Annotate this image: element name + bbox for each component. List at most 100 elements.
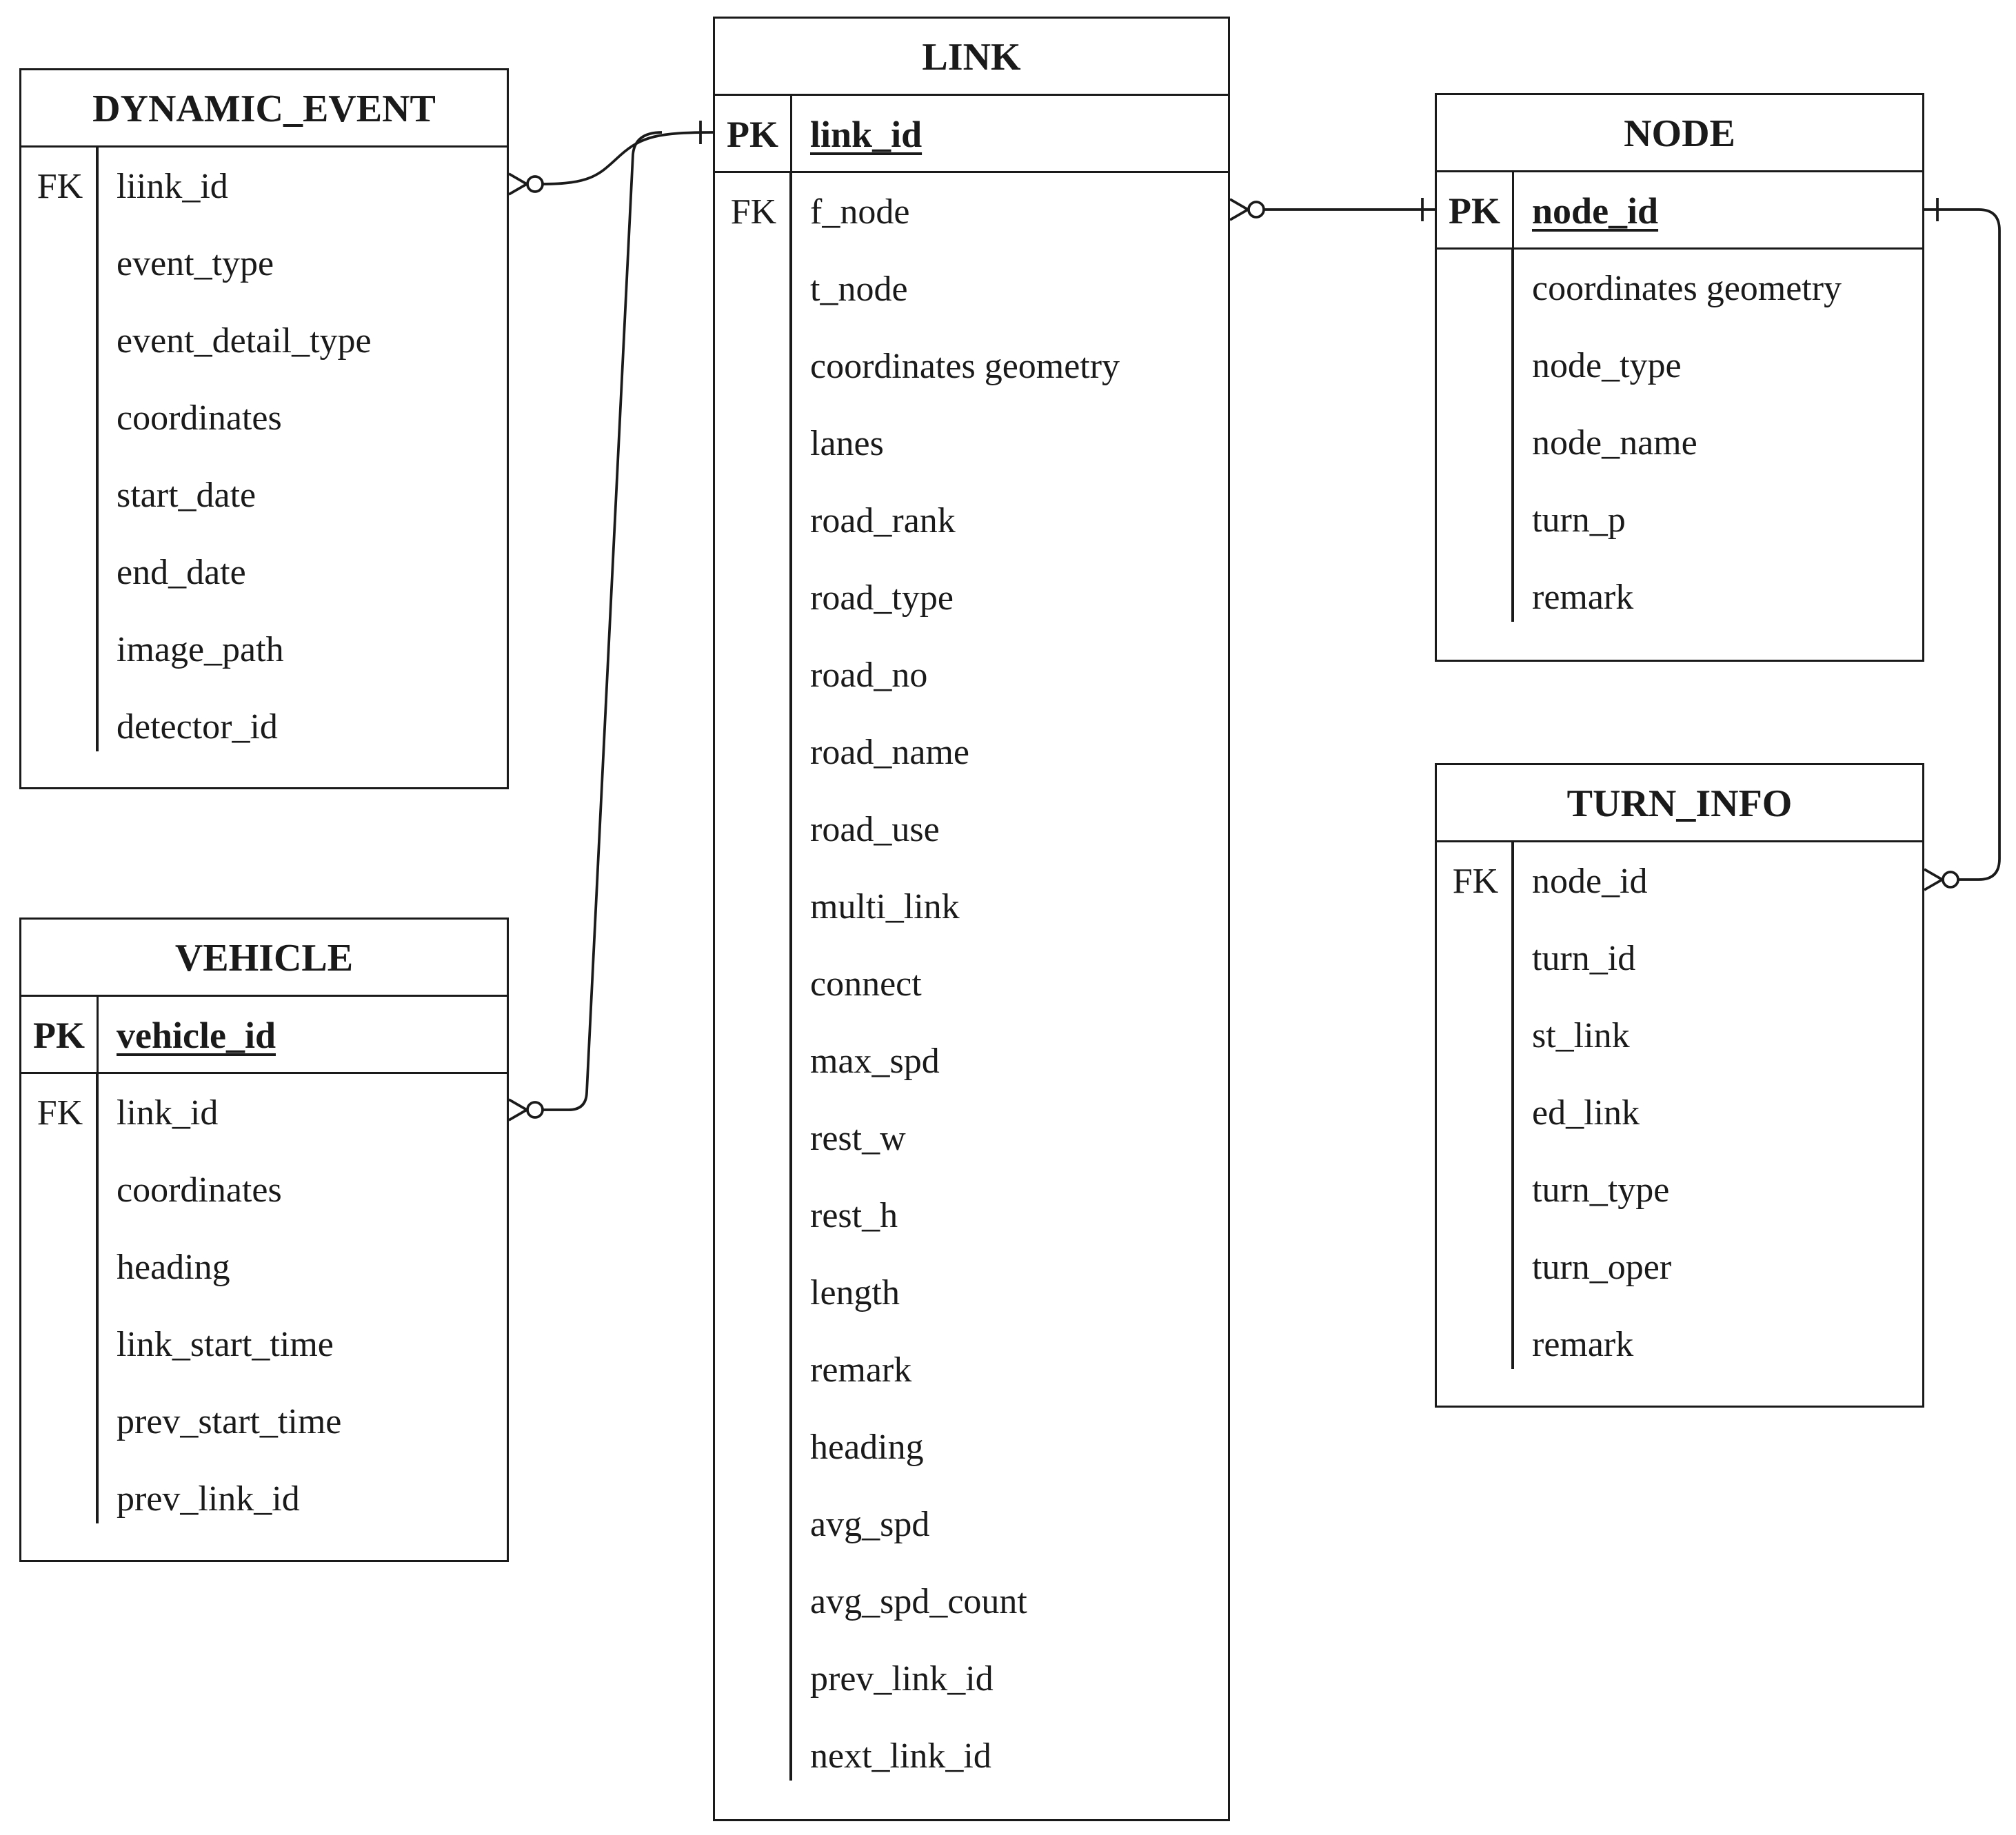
crow-foot-marker: [508, 1098, 530, 1122]
entity-title: LINK: [715, 19, 1228, 96]
attribute-row: remark: [1437, 1306, 1922, 1383]
attribute-row: start_date: [21, 456, 507, 534]
attribute-name: rest_h: [810, 1195, 898, 1235]
attribute-name: end_date: [117, 552, 246, 592]
attribute-name: lanes: [810, 423, 884, 463]
attribute-name: turn_type: [1532, 1170, 1670, 1210]
attribute-row: rest_h: [715, 1177, 1228, 1254]
primary-key-row: PK link_id: [715, 96, 1228, 173]
pk-label: PK: [715, 96, 792, 171]
attribute-row: road_no: [715, 636, 1228, 713]
attribute-row: node_name: [1437, 404, 1922, 481]
attribute-name: node_type: [1532, 345, 1682, 385]
pk-name: node_id: [1532, 190, 1659, 232]
attribute-name: turn_oper: [1532, 1247, 1672, 1287]
attribute-row: detector_id: [21, 688, 507, 765]
crow-foot-marker: [1229, 198, 1251, 221]
attribute-row: coordinates: [21, 379, 507, 456]
attribute-name: node_id: [1532, 861, 1648, 901]
entity-title: TURN_INFO: [1437, 765, 1922, 842]
zero-marker: [526, 1101, 544, 1119]
attribute-name: turn_p: [1532, 500, 1626, 540]
attribute-key: FK: [1452, 861, 1499, 901]
attribute-row: FK node_id: [1437, 842, 1922, 920]
attribute-name: multi_link: [810, 886, 960, 926]
attribute-name: length: [810, 1273, 900, 1312]
attribute-name: coordinates: [117, 1170, 282, 1210]
relationship-line: [542, 131, 714, 185]
pk-name: vehicle_id: [117, 1015, 276, 1056]
primary-key-row: PK vehicle_id: [21, 997, 507, 1074]
key-column-divider: [1511, 250, 1514, 622]
attribute-row: coordinates geometry: [1437, 250, 1922, 327]
attribute-row: ed_link: [1437, 1074, 1922, 1151]
primary-key-row: PK node_id: [1437, 172, 1922, 250]
attribute-name: detector_id: [117, 707, 278, 747]
attribute-row: heading: [21, 1228, 507, 1306]
attribute-row: avg_spd_count: [715, 1563, 1228, 1640]
attribute-row: prev_start_time: [21, 1383, 507, 1460]
attribute-name: remark: [1532, 1324, 1634, 1364]
attribute-row: st_link: [1437, 997, 1922, 1074]
entity-title: NODE: [1437, 95, 1922, 172]
attribute-name: connect: [810, 964, 922, 1004]
zero-marker: [1942, 871, 1959, 889]
attribute-name: event_detail_type: [117, 321, 372, 361]
attribute-name: next_link_id: [810, 1736, 991, 1776]
attribute-name: image_path: [117, 629, 284, 669]
attribute-name: st_link: [1532, 1015, 1630, 1055]
attribute-row: avg_spd: [715, 1486, 1228, 1563]
zero-marker: [526, 175, 544, 193]
entity-title: VEHICLE: [21, 920, 507, 997]
attribute-row: link_start_time: [21, 1306, 507, 1383]
attribute-key: FK: [37, 166, 83, 206]
attribute-name: prev_link_id: [117, 1479, 300, 1519]
pk-label: PK: [21, 997, 99, 1072]
key-column-divider: [1511, 842, 1514, 1369]
key-column-divider: [789, 173, 792, 1781]
entity-title: DYNAMIC_EVENT: [21, 70, 507, 148]
attribute-name: remark: [810, 1350, 912, 1390]
zero-marker: [1247, 201, 1265, 219]
attribute-name: heading: [810, 1427, 924, 1467]
attribute-row: max_spd: [715, 1022, 1228, 1099]
attribute-row: turn_oper: [1437, 1228, 1922, 1306]
attribute-name: road_no: [810, 655, 928, 695]
attribute-row: road_name: [715, 713, 1228, 791]
attribute-row: node_type: [1437, 327, 1922, 404]
attribute-name: road_name: [810, 732, 970, 772]
attribute-row: remark: [715, 1331, 1228, 1408]
entity-node: NODE PK node_id coordinates geometry node…: [1435, 93, 1924, 662]
attribute-name: coordinates: [117, 398, 282, 438]
attribute-row: lanes: [715, 405, 1228, 482]
attribute-row: remark: [1437, 558, 1922, 636]
attribute-name: t_node: [810, 269, 908, 309]
attribute-row: turn_id: [1437, 920, 1922, 997]
attribute-name: max_spd: [810, 1041, 940, 1081]
attribute-row: coordinates: [21, 1151, 507, 1228]
attribute-row: road_use: [715, 791, 1228, 868]
key-column-divider: [96, 148, 99, 751]
attribute-name: avg_spd_count: [810, 1581, 1027, 1621]
attribute-name: prev_link_id: [810, 1659, 994, 1699]
pk-name: link_id: [810, 114, 923, 155]
attribute-row: turn_type: [1437, 1151, 1922, 1228]
attribute-name: heading: [117, 1247, 230, 1287]
attribute-key: FK: [730, 192, 777, 232]
relationship-line: [543, 131, 663, 1111]
attribute-name: ed_link: [1532, 1093, 1640, 1133]
attribute-name: road_type: [810, 578, 954, 618]
attribute-row: event_detail_type: [21, 302, 507, 379]
crow-foot-marker: [1924, 868, 1945, 891]
attribute-row: end_date: [21, 534, 507, 611]
